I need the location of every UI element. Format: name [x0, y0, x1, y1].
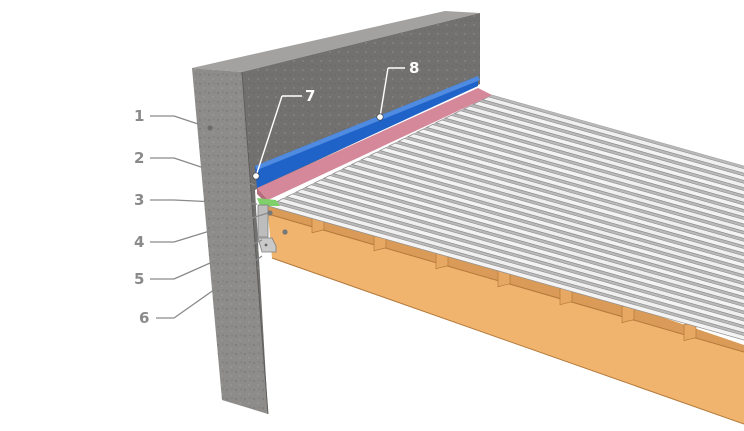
board-gap	[385, 145, 744, 249]
board-gap	[450, 113, 744, 198]
callout-5: 5	[134, 239, 263, 288]
floor-board	[360, 156, 744, 268]
floor-board	[379, 147, 744, 254]
green-seal-strip	[257, 198, 280, 206]
board-gap	[310, 182, 744, 307]
floor-board	[397, 138, 744, 239]
board-gap	[422, 127, 744, 220]
floor-board	[313, 179, 744, 305]
board-gap	[459, 108, 744, 191]
floor-board	[388, 142, 744, 247]
board-gap	[403, 136, 744, 235]
beam-front-face	[268, 214, 744, 424]
floor-board	[453, 110, 744, 196]
top-callout-group: 7 8	[252, 59, 419, 180]
floor-board	[295, 188, 744, 319]
callout-3: 3	[134, 191, 258, 209]
callout-5-label: 5	[134, 270, 144, 288]
callout-3-label: 3	[134, 191, 144, 209]
callout-2-label: 2	[134, 149, 144, 167]
board-gap	[357, 159, 744, 271]
membrane-layers	[255, 76, 492, 205]
board-gap	[338, 168, 744, 285]
board-gap	[441, 117, 744, 206]
hanger-plate-upper	[257, 204, 269, 238]
floor-board	[463, 105, 744, 189]
board-gap	[319, 178, 744, 300]
joist-hanger-icon	[257, 237, 277, 253]
callout-8-label: 8	[409, 59, 419, 77]
board-gap	[478, 99, 744, 177]
pink-membrane	[257, 88, 492, 200]
floor-boards	[267, 94, 744, 341]
concrete-wall	[192, 11, 480, 415]
callout-4-label: 4	[134, 233, 144, 251]
floor-board	[472, 101, 744, 181]
floor-board	[481, 96, 744, 174]
junction-details	[257, 198, 288, 253]
floor-board	[407, 133, 744, 232]
board-gap	[431, 122, 744, 213]
floor-board	[332, 170, 744, 290]
blue-membrane	[255, 76, 478, 188]
callout-1-label: 1	[134, 107, 144, 125]
board-gap	[282, 196, 744, 329]
floor-board	[435, 119, 744, 210]
board-gap	[347, 164, 744, 278]
wall-top-face	[192, 11, 480, 72]
board-gap	[366, 154, 744, 264]
callout-8: 8	[376, 59, 419, 121]
floor-board	[276, 198, 744, 334]
floor-board	[369, 151, 744, 261]
callout-6-label: 6	[139, 309, 149, 327]
floor-board	[444, 114, 744, 203]
callout-4: 4	[134, 212, 269, 251]
floor-board	[425, 124, 744, 218]
board-gap	[413, 131, 744, 227]
anchor-dot-6	[282, 229, 288, 235]
floor-board	[285, 193, 744, 326]
board-gap	[301, 187, 744, 314]
anchor-dot-4	[267, 210, 273, 216]
callout-7: 7	[252, 87, 315, 180]
board-gap	[469, 104, 744, 184]
floor-board	[416, 128, 744, 225]
board-gap	[375, 150, 744, 256]
callout-2: 2	[134, 149, 256, 186]
floor-board	[351, 161, 744, 276]
floor-board	[341, 165, 744, 283]
board-gap	[291, 191, 744, 322]
board-gap	[487, 94, 744, 169]
callout-6: 6	[139, 255, 263, 327]
left-callout-group: 1 2 3 4 5	[134, 107, 269, 327]
board-gap	[329, 173, 744, 293]
floor-board	[304, 184, 744, 312]
floor-board	[323, 175, 744, 297]
callout-1: 1	[134, 107, 213, 131]
callout-7-label: 7	[305, 87, 315, 105]
board-gap	[394, 141, 744, 242]
